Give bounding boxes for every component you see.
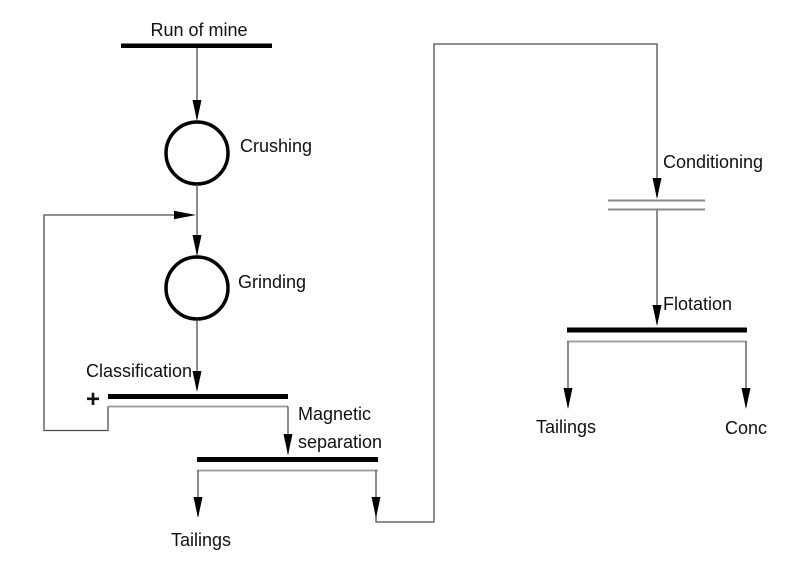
crushing-node-circle [164,120,230,186]
flotation-separator-bar [567,327,747,333]
arrowhead-magsep-concentrate [371,497,381,518]
label-tailings-flotation: Tailings [536,417,596,437]
arrowhead-flotation-conc [741,388,751,409]
run-of-mine-feed-bar [121,43,272,48]
arrowhead-into-crushing [192,100,202,121]
label-classification: Classification [86,361,192,381]
label-run-of-mine: Run of mine [150,20,247,40]
stream-magsep-to-conditioning [375,43,658,523]
arrowhead-into-conditioning [652,178,662,199]
arrowhead-flotation-tailings [563,388,573,409]
arrowhead-into-magsep [283,434,293,455]
grinding-node-circle [164,255,230,321]
label-tailings-magnetic: Tailings [171,530,231,550]
arrowhead-into-flotation [652,305,662,326]
label-grinding: Grinding [238,272,306,292]
arrowhead-recycle-junction [174,210,196,220]
label-conc: Conc [725,418,767,438]
magnetic-separation-bar [197,457,378,462]
label-conditioning: Conditioning [663,152,763,172]
label-crushing: Crushing [240,136,312,156]
label-plus-coarse-stream: + [86,386,100,413]
label-magnetic-separation-line1: Magnetic [298,404,371,424]
conditioning-symbol [608,199,705,211]
label-magnetic-separation-line2: separation [298,432,382,452]
label-flotation: Flotation [663,294,732,314]
classification-separator-bar [108,394,288,399]
stream-classification-recycle [43,214,178,432]
arrowhead-into-classification [192,371,202,392]
arrowhead-magsep-tailings [193,497,203,518]
arrowhead-into-grinding [192,235,202,256]
